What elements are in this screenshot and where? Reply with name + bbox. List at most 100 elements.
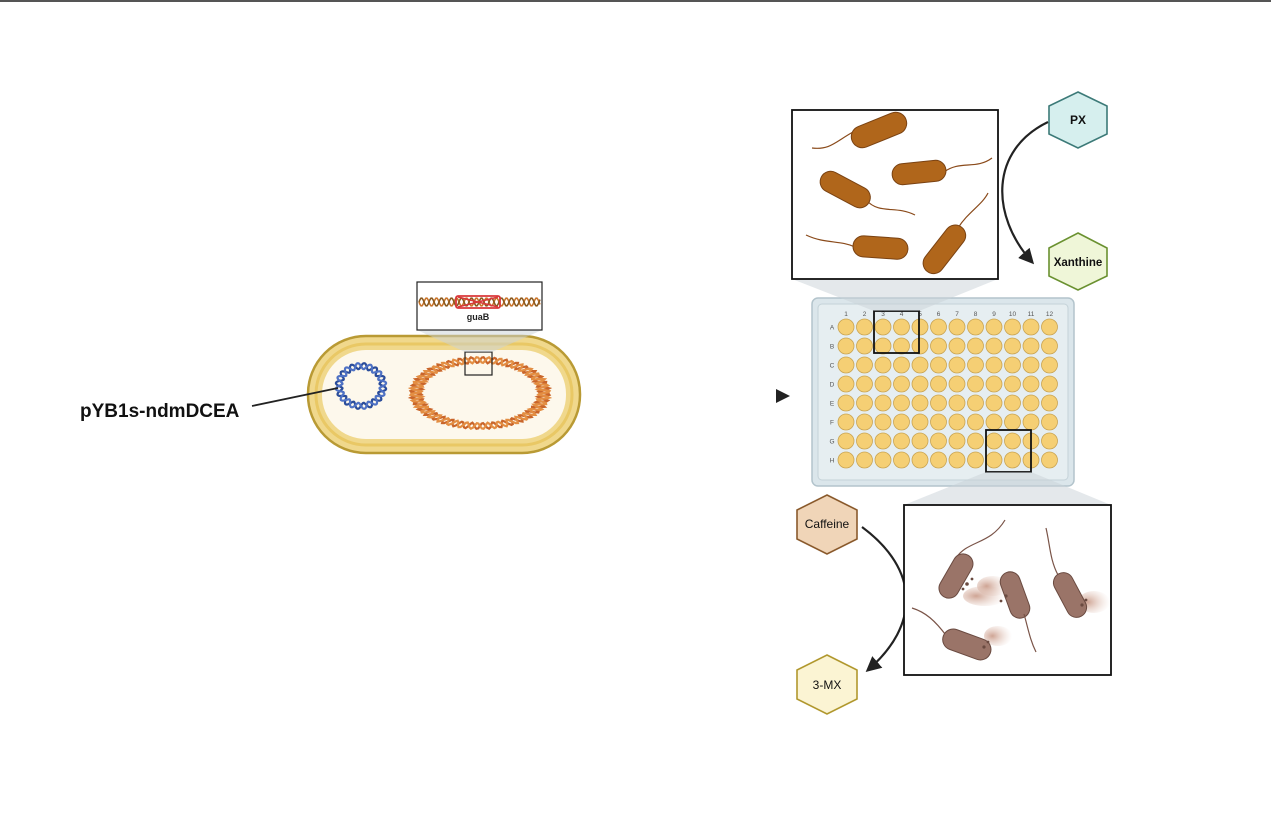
- plate-column-label: 5: [918, 311, 922, 318]
- well-C4: [893, 356, 910, 374]
- healthy-bacteria-inset: [791, 109, 999, 280]
- well-E9: [985, 394, 1003, 412]
- well-B2: [856, 337, 873, 355]
- well-C10: [1004, 356, 1021, 374]
- well-D6: [930, 375, 947, 393]
- well-F11: [1022, 413, 1040, 431]
- well-F3: [874, 413, 892, 431]
- well-G9: [985, 432, 1003, 450]
- well-G5: [911, 432, 929, 450]
- well-H3: [874, 451, 892, 469]
- px-conversion: PX Xanthine: [1001, 91, 1108, 291]
- well-B4: [893, 337, 910, 355]
- plate-column-label: 7: [955, 311, 959, 318]
- well-G7: [948, 432, 966, 450]
- px-to-xanthine-arrow: [1001, 121, 1049, 265]
- well-G2: [856, 432, 873, 450]
- chromosome-strand-b: [407, 355, 553, 431]
- well-A5: [911, 318, 929, 336]
- well-H7: [948, 451, 966, 469]
- well-B6: [930, 337, 947, 355]
- healthy-bacterium-1: [811, 111, 908, 149]
- well-B1: [837, 337, 855, 355]
- well-G3: [874, 432, 892, 450]
- well-D3: [874, 375, 892, 393]
- well-F10: [1004, 413, 1021, 431]
- well-F6: [930, 413, 947, 431]
- well-G6: [930, 432, 947, 450]
- chromosome: [407, 355, 553, 431]
- plasmid-strand-b: [334, 362, 388, 410]
- well-H1: [837, 451, 855, 469]
- well-H10: [1004, 451, 1021, 469]
- well-E6: [930, 394, 947, 412]
- plate-row-label: G: [829, 439, 834, 446]
- plasmid-pointer-line: [251, 387, 339, 407]
- well-A2: [856, 318, 873, 336]
- well-F1: [837, 413, 855, 431]
- process-arrow-head: [776, 389, 790, 403]
- xanthine-hexagon: [1048, 232, 1108, 291]
- well-E5: [911, 394, 929, 412]
- well-E3: [874, 394, 892, 412]
- well-D2: [856, 375, 873, 393]
- well-C6: [930, 356, 947, 374]
- well-H2: [856, 451, 873, 469]
- top-border: [0, 0, 1271, 2]
- well-D1: [837, 375, 855, 393]
- gene-knockout-box: [455, 295, 501, 309]
- plate-column-label: 8: [974, 311, 978, 318]
- lysed-bacterium-4: [911, 607, 1012, 661]
- well-H5: [911, 451, 929, 469]
- healthy-bacterium-4: [805, 234, 909, 260]
- well-E4: [893, 394, 910, 412]
- px-label: PX: [1070, 113, 1086, 127]
- well-A7: [948, 318, 966, 336]
- well-A1: [837, 318, 855, 336]
- well-B9: [985, 337, 1003, 355]
- well-G4: [893, 432, 910, 450]
- well-B8: [967, 337, 984, 355]
- well-F7: [948, 413, 966, 431]
- well-A4: [893, 318, 910, 336]
- well-F5: [911, 413, 929, 431]
- well-E12: [1041, 394, 1058, 412]
- plasmid: [334, 362, 388, 410]
- mx3-hexagon: [796, 654, 858, 715]
- well-C12: [1041, 356, 1058, 374]
- plate-column-label: 9: [992, 311, 996, 318]
- plate-row-label: E: [830, 401, 835, 408]
- well-C8: [967, 356, 984, 374]
- well-D8: [967, 375, 984, 393]
- healthy-bacterium-5: [922, 192, 989, 275]
- well-F8: [967, 413, 984, 431]
- well-F12: [1041, 413, 1058, 431]
- well-C5: [911, 356, 929, 374]
- plate-column-label: 4: [900, 311, 904, 318]
- well-F9: [985, 413, 1003, 431]
- well-A6: [930, 318, 947, 336]
- well-B3: [874, 337, 892, 355]
- knockout-cross-2: [457, 296, 499, 308]
- plate-row-label: H: [830, 458, 835, 465]
- plate-wells: [837, 318, 1058, 469]
- well-A8: [967, 318, 984, 336]
- caffeine-hexagon: [796, 494, 858, 555]
- well-B7: [948, 337, 966, 355]
- well-E1: [837, 394, 855, 412]
- engineered-bacterium: [306, 334, 582, 455]
- plate-column-label: 6: [937, 311, 941, 318]
- well-C1: [837, 356, 855, 374]
- well-C3: [874, 356, 892, 374]
- caffeine-to-3mx-arrow: [861, 526, 908, 673]
- plate-column-label: 2: [863, 311, 867, 318]
- well-G1: [837, 432, 855, 450]
- well-D9: [985, 375, 1003, 393]
- lysed-bacterium-2: [977, 571, 1037, 653]
- plate-row-label: F: [830, 420, 834, 427]
- well-G10: [1004, 432, 1021, 450]
- well-A10: [1004, 318, 1021, 336]
- plate-column-label: 3: [881, 311, 885, 318]
